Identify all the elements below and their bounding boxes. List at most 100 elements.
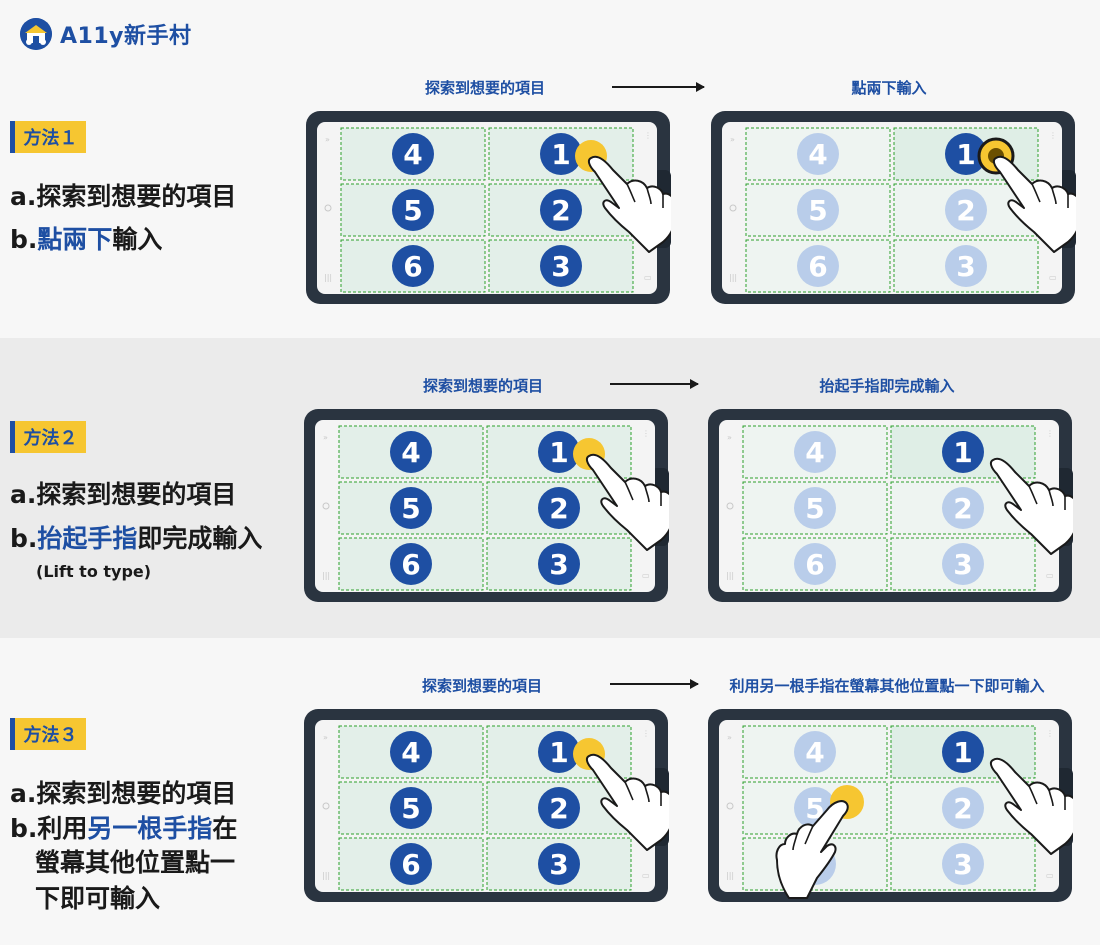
finger-hand-icon bbox=[989, 757, 1073, 855]
key-4[interactable]: 4 bbox=[340, 127, 486, 181]
key-5[interactable]: 5 bbox=[742, 481, 888, 535]
key-3[interactable]: 3 bbox=[893, 239, 1039, 293]
key-6[interactable]: 6 bbox=[745, 239, 891, 293]
key-5[interactable]: 5 bbox=[338, 481, 484, 535]
svg-text:⋮: ⋮ bbox=[644, 131, 652, 140]
key-label: 6 bbox=[808, 250, 827, 283]
method-3-caption-left: 探索到想要的項目 bbox=[421, 677, 543, 695]
method-1-caption-right: 點兩下輸入 bbox=[851, 79, 927, 97]
svg-text:⋮: ⋮ bbox=[1046, 729, 1054, 738]
method-3-step-b: b.利用另一根手指在 bbox=[10, 809, 237, 849]
key-label: 2 bbox=[549, 792, 568, 825]
step-b-suffix: 即完成輸入 bbox=[137, 524, 263, 553]
svg-text:⋮: ⋮ bbox=[1046, 429, 1054, 438]
step-b-suffix: 在 bbox=[212, 814, 238, 843]
method-3-step-a: a.探索到想要的項目 bbox=[10, 779, 237, 808]
key-3[interactable]: 3 bbox=[890, 837, 1036, 891]
step-b-prefix: b.利用 bbox=[10, 814, 88, 843]
method-2-note: (Lift to type) bbox=[36, 562, 152, 581]
key-2[interactable]: 2 bbox=[488, 183, 634, 237]
method-2-tag: 方法２ bbox=[10, 421, 86, 453]
key-3[interactable]: 3 bbox=[486, 837, 632, 891]
key-label: 4 bbox=[401, 436, 420, 469]
key-4[interactable]: 4 bbox=[742, 725, 888, 779]
key-label: 5 bbox=[401, 492, 420, 525]
svg-text:|||: ||| bbox=[322, 571, 330, 580]
key-6[interactable]: 6 bbox=[340, 239, 486, 293]
logo-text: A11y新手村 bbox=[60, 24, 192, 49]
key-label: 1 bbox=[953, 736, 972, 769]
key-label: 6 bbox=[401, 848, 420, 881]
screen-side-icons: »|||⋮▭ bbox=[726, 429, 1054, 580]
step-b-highlight: 抬起手指 bbox=[37, 524, 138, 553]
method-3-step-b-line2: 螢幕其他位置點一 bbox=[35, 848, 236, 877]
key-3[interactable]: 3 bbox=[486, 537, 632, 591]
method-2-arrow bbox=[610, 379, 699, 389]
method-1-step-a: a.探索到想要的項目 bbox=[10, 182, 237, 211]
key-label: 3 bbox=[549, 548, 568, 581]
key-label: 2 bbox=[551, 194, 570, 227]
key-6[interactable]: 6 bbox=[742, 537, 888, 591]
key-5[interactable]: 5 bbox=[745, 183, 891, 237]
key-3[interactable]: 3 bbox=[890, 537, 1036, 591]
svg-text:▭: ▭ bbox=[642, 571, 650, 580]
svg-text:▭: ▭ bbox=[1049, 273, 1057, 282]
key-label: 6 bbox=[401, 548, 420, 581]
key-6[interactable]: 6 bbox=[338, 537, 484, 591]
key-5[interactable]: 5 bbox=[338, 781, 484, 835]
screen-side-icons: »|||⋮▭ bbox=[729, 131, 1057, 282]
site-logo[interactable]: A11y新手村 bbox=[20, 18, 191, 50]
key-1[interactable]: 1 bbox=[890, 725, 1036, 779]
key-label: 3 bbox=[953, 848, 972, 881]
key-5[interactable]: 5 bbox=[340, 183, 486, 237]
method-2-step-a: a.探索到想要的項目 bbox=[10, 480, 237, 509]
key-3[interactable]: 3 bbox=[488, 239, 634, 293]
svg-text:⋮: ⋮ bbox=[1049, 131, 1057, 140]
key-6[interactable]: 6 bbox=[338, 837, 484, 891]
key-label: 5 bbox=[808, 194, 827, 227]
key-label: 4 bbox=[401, 736, 420, 769]
method-1-arrow bbox=[612, 82, 705, 92]
key-label: 4 bbox=[805, 736, 824, 769]
finger-hand-icon bbox=[585, 753, 669, 851]
method-3-arrow bbox=[610, 679, 699, 689]
key-1[interactable]: 1 bbox=[486, 425, 632, 479]
key-label: 1 bbox=[956, 138, 975, 171]
key-label: 6 bbox=[403, 250, 422, 283]
method-3-caption-right: 利用另一根手指在螢幕其他位置點一下即可輸入 bbox=[729, 677, 1045, 695]
second-finger-hand-icon bbox=[775, 800, 849, 899]
key-label: 1 bbox=[549, 436, 568, 469]
key-4[interactable]: 4 bbox=[338, 425, 484, 479]
key-label: 3 bbox=[551, 250, 570, 283]
svg-text:|||: ||| bbox=[726, 571, 734, 580]
svg-text:»: » bbox=[730, 135, 735, 144]
method-2-caption-left: 探索到想要的項目 bbox=[422, 377, 544, 395]
key-4[interactable]: 4 bbox=[742, 425, 888, 479]
step-b-suffix: 輸入 bbox=[112, 225, 163, 254]
step-b-highlight: 點兩下 bbox=[37, 225, 113, 254]
screen-side-icons: »|||⋮▭ bbox=[322, 429, 650, 580]
key-label: 1 bbox=[953, 436, 972, 469]
key-label: 3 bbox=[953, 548, 972, 581]
svg-text:▭: ▭ bbox=[1046, 871, 1054, 880]
key-label: 3 bbox=[956, 250, 975, 283]
key-label: 2 bbox=[953, 492, 972, 525]
svg-text:»: » bbox=[727, 733, 732, 742]
key-label: 2 bbox=[956, 194, 975, 227]
screen-side-icons: »|||⋮▭ bbox=[726, 729, 1054, 880]
svg-text:|||: ||| bbox=[324, 273, 332, 282]
key-4[interactable]: 4 bbox=[745, 127, 891, 181]
svg-text:»: » bbox=[323, 733, 328, 742]
key-label: 4 bbox=[403, 138, 422, 171]
method-2-caption-right: 抬起手指即完成輸入 bbox=[819, 377, 955, 395]
key-4[interactable]: 4 bbox=[338, 725, 484, 779]
svg-text:▭: ▭ bbox=[1046, 571, 1054, 580]
